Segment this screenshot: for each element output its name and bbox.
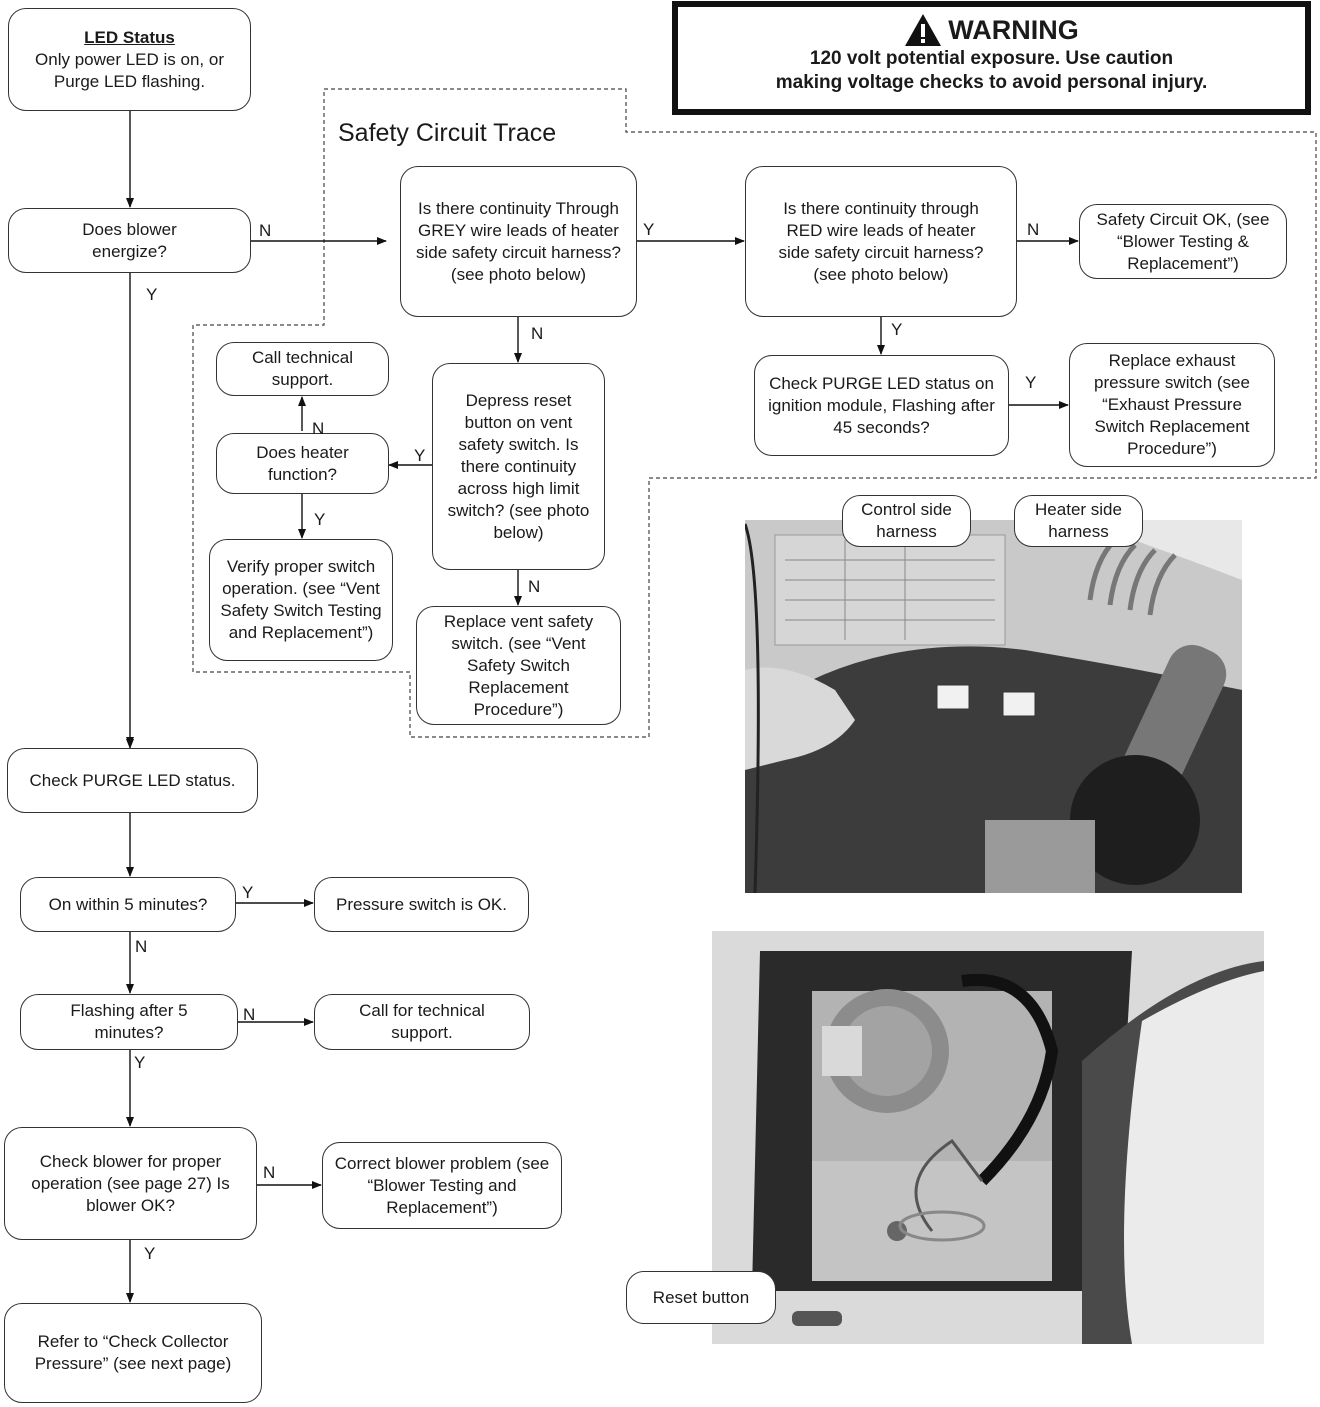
red-text: Is there continuity through RED wire lea… (778, 198, 984, 284)
label-on-within-n: N (135, 937, 148, 956)
label-blower-n: N (259, 221, 272, 240)
label-grey-n: N (531, 324, 544, 343)
harness-photo-drawing (745, 520, 1242, 893)
call-for-tech-text: Call for technical support. (359, 1001, 485, 1042)
label-flashing-n: N (243, 1005, 256, 1024)
label-depress-n: N (528, 577, 541, 596)
warning-box: WARNING 120 volt potential exposure. Use… (672, 1, 1311, 115)
label-check-blower-y: Y (144, 1244, 156, 1263)
callout-reset-button: Reset button (626, 1271, 776, 1324)
safety-circuit-region (192, 88, 1317, 738)
replace-exhaust-text: Replace exhaust pressure switch (see “Ex… (1094, 351, 1250, 458)
node-correct-blower: Correct blower problem (see “Blower Test… (322, 1142, 562, 1229)
label-red-n: N (1027, 220, 1040, 239)
label-flashing-y: Y (134, 1053, 146, 1072)
callout-reset-button-text: Reset button (652, 1287, 750, 1307)
label-blower-y: Y (146, 285, 158, 304)
led-status-text: Only power LED is on, or Purge LED flash… (35, 49, 224, 91)
node-safety-ok: Safety Circuit OK, (see “Blower Testing … (1079, 204, 1287, 279)
callout-control-side: Control side harness (842, 495, 971, 547)
safety-ok-text: Safety Circuit OK, (see “Blower Testing … (1096, 209, 1270, 273)
refer-to-text: Refer to “Check Collector Pressure” (see… (34, 1332, 232, 1373)
node-blower-energize: Does blower energize? (8, 208, 251, 273)
call-tech-text: Call technical support. (251, 348, 354, 389)
label-red-y: Y (891, 320, 903, 339)
label-heater-y: Y (314, 510, 326, 529)
node-heater-function: Does heater function? (216, 433, 389, 494)
purge-status-text: Check PURGE LED status on ignition modul… (768, 373, 995, 437)
node-check-blower: Check blower for proper operation (see p… (4, 1127, 257, 1240)
label-on-within-y: Y (242, 883, 254, 902)
label-check-blower-n: N (263, 1163, 276, 1182)
node-red-continuity: Is there continuity through RED wire lea… (745, 166, 1017, 317)
flashing-after-text: Flashing after 5 minutes? (70, 1001, 188, 1042)
warning-line1: 120 volt potential exposure. Use caution (809, 48, 1174, 69)
on-within-text: On within 5 minutes? (48, 894, 208, 914)
node-flashing-after: Flashing after 5 minutes? (20, 994, 238, 1050)
label-heater-n: N (312, 419, 325, 438)
label-purge-y: Y (1025, 373, 1037, 392)
pressure-ok-text: Pressure switch is OK. (336, 894, 507, 914)
node-call-for-tech: Call for technical support. (314, 994, 530, 1050)
label-depress-y: Y (414, 446, 426, 465)
node-refer-to: Refer to “Check Collector Pressure” (see… (4, 1303, 262, 1403)
safety-circuit-title: Safety Circuit Trace (338, 119, 557, 147)
node-call-technical: Call technical support. (216, 342, 389, 396)
grey-text: Is there continuity Through GREY wire le… (415, 198, 622, 284)
node-on-within: On within 5 minutes? (20, 877, 236, 932)
node-led-status: LED Status Only power LED is on, or Purg… (8, 8, 251, 111)
harness-photo (745, 520, 1242, 893)
node-grey-continuity: Is there continuity Through GREY wire le… (400, 166, 637, 317)
led-status-title: LED Status (84, 27, 175, 47)
label-grey-y: Y (643, 220, 655, 239)
verify-switch-text: Verify proper switch operation. (see “Ve… (220, 557, 382, 642)
check-blower-text: Check blower for proper operation (see p… (31, 1151, 230, 1215)
callout-heater-side-text: Heater side harness (1035, 500, 1122, 541)
node-check-purge: Check PURGE LED status. (7, 748, 258, 813)
heater-function-text: Does heater function? (256, 442, 349, 484)
node-verify-switch: Verify proper switch operation. (see “Ve… (209, 539, 393, 661)
correct-blower-text: Correct blower problem (see “Blower Test… (334, 1153, 550, 1217)
node-replace-vent: Replace vent safety switch. (see “Vent S… (416, 606, 621, 725)
callout-control-side-text: Control side harness (861, 500, 952, 541)
replace-vent-text: Replace vent safety switch. (see “Vent S… (443, 611, 594, 719)
warning-triangle-icon (905, 14, 942, 46)
blower-text: Does blower energize? (82, 219, 177, 261)
depress-reset-text: Depress reset button on vent safety swit… (447, 390, 590, 542)
node-depress-reset: Depress reset button on vent safety swit… (432, 363, 605, 570)
callout-heater-side: Heater side harness (1014, 495, 1143, 547)
reset-photo-drawing (712, 931, 1264, 1344)
warning-line2: making voltage checks to avoid personal … (775, 72, 1208, 93)
reset-photo (712, 931, 1264, 1344)
node-pressure-ok: Pressure switch is OK. (314, 877, 529, 932)
node-replace-exhaust: Replace exhaust pressure switch (see “Ex… (1069, 343, 1275, 467)
check-purge-text: Check PURGE LED status. (29, 770, 236, 790)
warning-heading: WARNING (948, 15, 1079, 45)
node-purge-status: Check PURGE LED status on ignition modul… (754, 355, 1009, 456)
